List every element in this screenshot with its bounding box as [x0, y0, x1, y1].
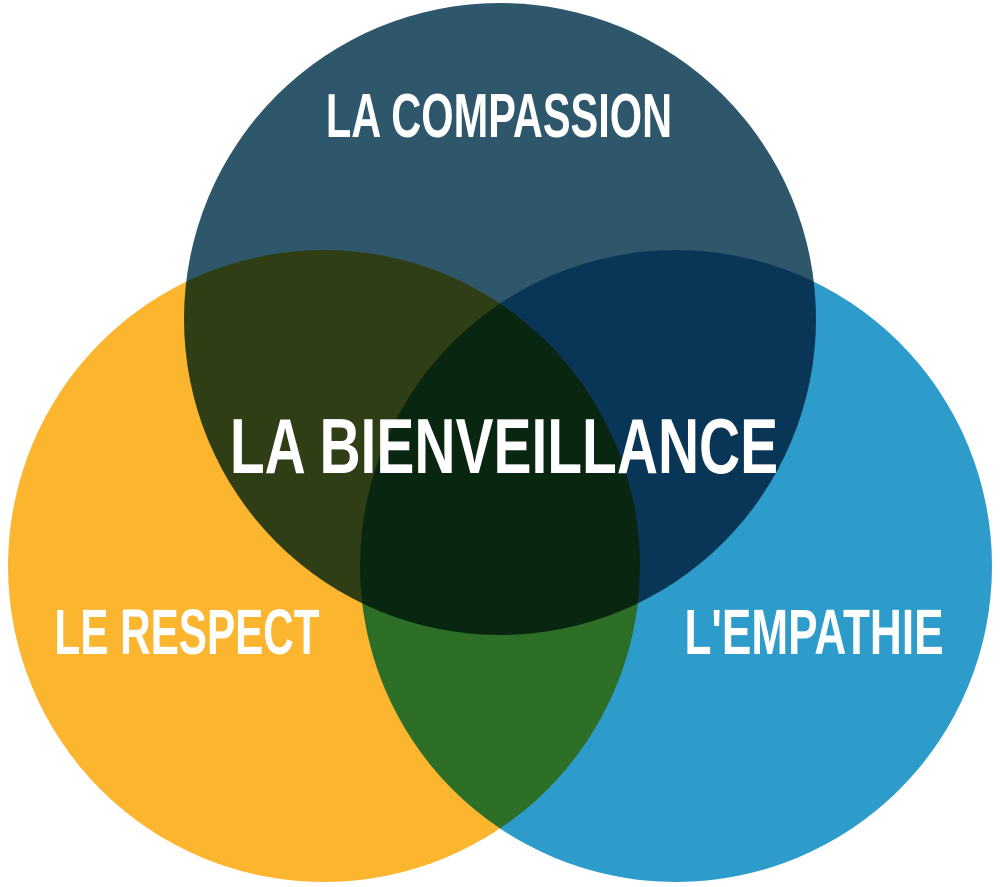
center-label-bienveillance: LA BIENVEILLANCE — [229, 402, 779, 490]
circle-label-compassion: LA COMPASSION — [325, 82, 673, 151]
circle-label-empathie: L'EMPATHIE — [684, 596, 944, 668]
circle-label-respect: LE RESPECT — [54, 596, 320, 668]
venn-circle-empathie — [360, 250, 992, 882]
